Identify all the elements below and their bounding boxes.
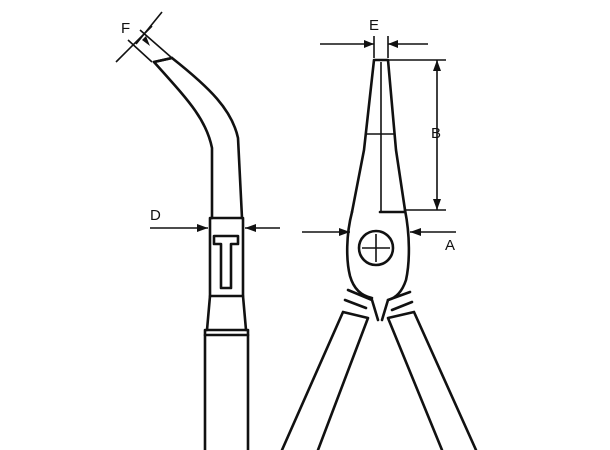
side-view-pliers <box>152 56 250 450</box>
side-view-handle <box>203 328 250 450</box>
dimension-label-d: D <box>150 207 161 224</box>
dimension-a: A <box>302 228 456 254</box>
front-view-joint <box>345 208 411 302</box>
pivot-circle <box>357 229 395 267</box>
dimension-d: D <box>150 207 280 232</box>
side-view-neck <box>205 294 248 332</box>
front-view-right-handle <box>386 310 478 450</box>
front-view-pliers <box>280 58 478 450</box>
dimension-e: E <box>320 17 428 58</box>
front-view-jaws <box>350 58 407 214</box>
dimension-f: F <box>115 11 173 63</box>
front-view-left-handle <box>280 310 370 450</box>
dimension-b: B <box>388 59 446 211</box>
dimension-label-e: E <box>369 17 379 34</box>
side-view-jaw-outline <box>152 56 244 220</box>
dimension-label-b: B <box>431 125 441 142</box>
dimension-label-a: A <box>445 237 455 254</box>
side-view-t-slot <box>212 234 240 290</box>
dimension-label-f: F <box>121 20 130 37</box>
front-view-lower-joint <box>343 288 414 322</box>
side-view-joint <box>208 216 245 298</box>
